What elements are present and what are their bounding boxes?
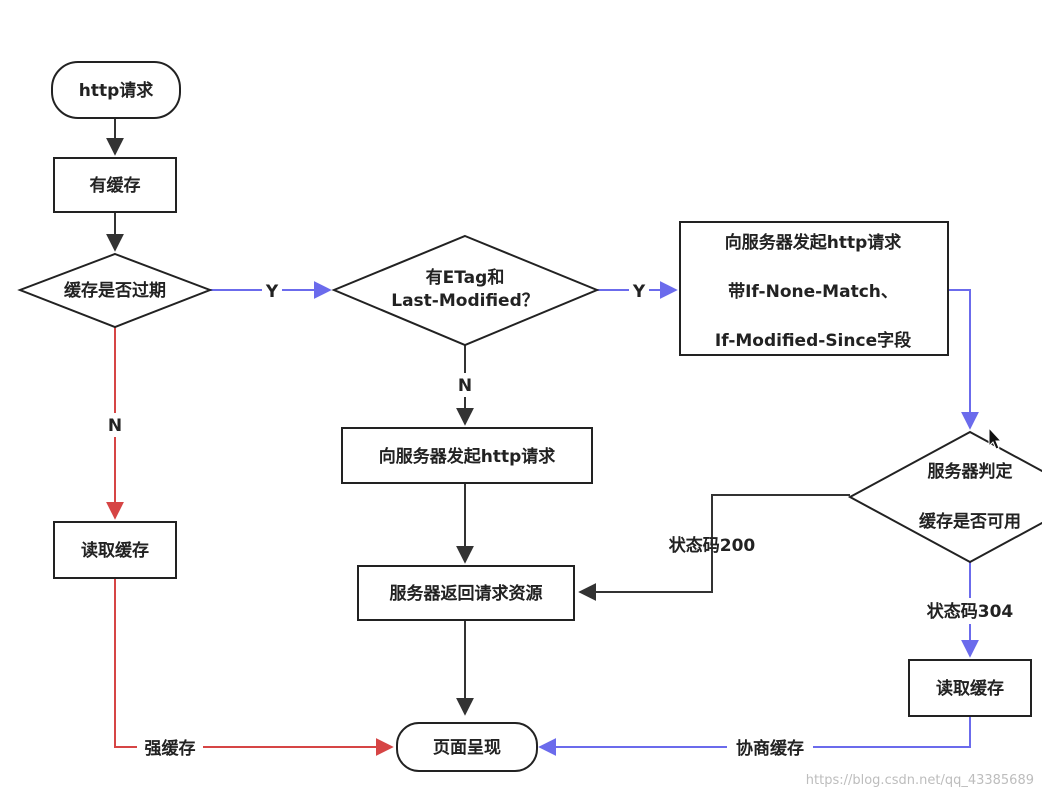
render-label: 页面呈现 bbox=[433, 738, 501, 758]
label-no-expired: N bbox=[108, 416, 122, 436]
node-render: 页面呈现 bbox=[396, 722, 538, 772]
watermark-text: https://blog.csdn.net/qq_43385689 bbox=[806, 773, 1034, 788]
node-start: http请求 bbox=[51, 61, 181, 119]
edge-status-200 bbox=[578, 494, 850, 601]
label-yes-expired: Y bbox=[265, 282, 279, 302]
server-judge-line-1: 服务器判定 bbox=[928, 461, 1013, 482]
edges-blue bbox=[210, 281, 979, 756]
edge-read-cache-to-render bbox=[114, 578, 394, 756]
has-cache-label: 有缓存 bbox=[90, 175, 141, 196]
start-label: http请求 bbox=[79, 80, 154, 101]
edge-read-cache-right-to-render bbox=[538, 716, 971, 756]
server-return-label: 服务器返回请求资源 bbox=[390, 583, 543, 604]
node-has-cache: 有缓存 bbox=[53, 157, 177, 213]
expired-decision-label: 缓存是否过期 bbox=[64, 280, 166, 301]
node-request-with-headers: 向服务器发起http请求 带If-None-Match、 If-Modified… bbox=[679, 221, 949, 356]
label-negotiated-cache: 协商缓存 bbox=[736, 738, 804, 759]
edge-labels: Y Y N N 状态码200 状态码304 强缓存 协商缓存 bbox=[104, 280, 1022, 759]
read-cache-left-label: 读取缓存 bbox=[81, 540, 149, 561]
server-judge-line-2: 缓存是否可用 bbox=[919, 511, 1021, 532]
read-cache-right-label: 读取缓存 bbox=[936, 678, 1004, 699]
edge-request-headers-to-judge bbox=[948, 289, 979, 430]
edges-dark bbox=[106, 118, 850, 716]
etag-decision-line-2: Last-Modified？ bbox=[391, 291, 539, 311]
node-read-cache-right: 读取缓存 bbox=[908, 659, 1032, 717]
label-status-304: 状态码304 bbox=[927, 601, 1014, 622]
node-server-judge: 服务器判定 缓存是否可用 bbox=[847, 430, 1042, 564]
request-headers-line-3: If-Modified-Since字段 bbox=[715, 330, 911, 351]
etag-decision-line-1: 有ETag和 bbox=[426, 267, 505, 288]
label-status-200: 状态码200 bbox=[669, 535, 756, 556]
label-strong-cache: 强缓存 bbox=[145, 738, 196, 759]
node-server-return: 服务器返回请求资源 bbox=[357, 565, 575, 621]
node-etag-decision: 有ETag和 Last-Modified？ bbox=[331, 234, 600, 347]
label-yes-etag: Y bbox=[632, 282, 646, 302]
mouse-cursor-icon bbox=[988, 426, 1003, 450]
node-read-cache-left: 读取缓存 bbox=[53, 521, 177, 579]
node-request-plain: 向服务器发起http请求 bbox=[341, 427, 593, 484]
request-plain-label: 向服务器发起http请求 bbox=[379, 446, 556, 467]
request-headers-line-2: 带If-None-Match、 bbox=[728, 281, 898, 302]
request-headers-line-1: 向服务器发起http请求 bbox=[725, 232, 902, 253]
label-no-etag: N bbox=[458, 376, 472, 396]
node-expired-decision: 缓存是否过期 bbox=[17, 252, 213, 329]
